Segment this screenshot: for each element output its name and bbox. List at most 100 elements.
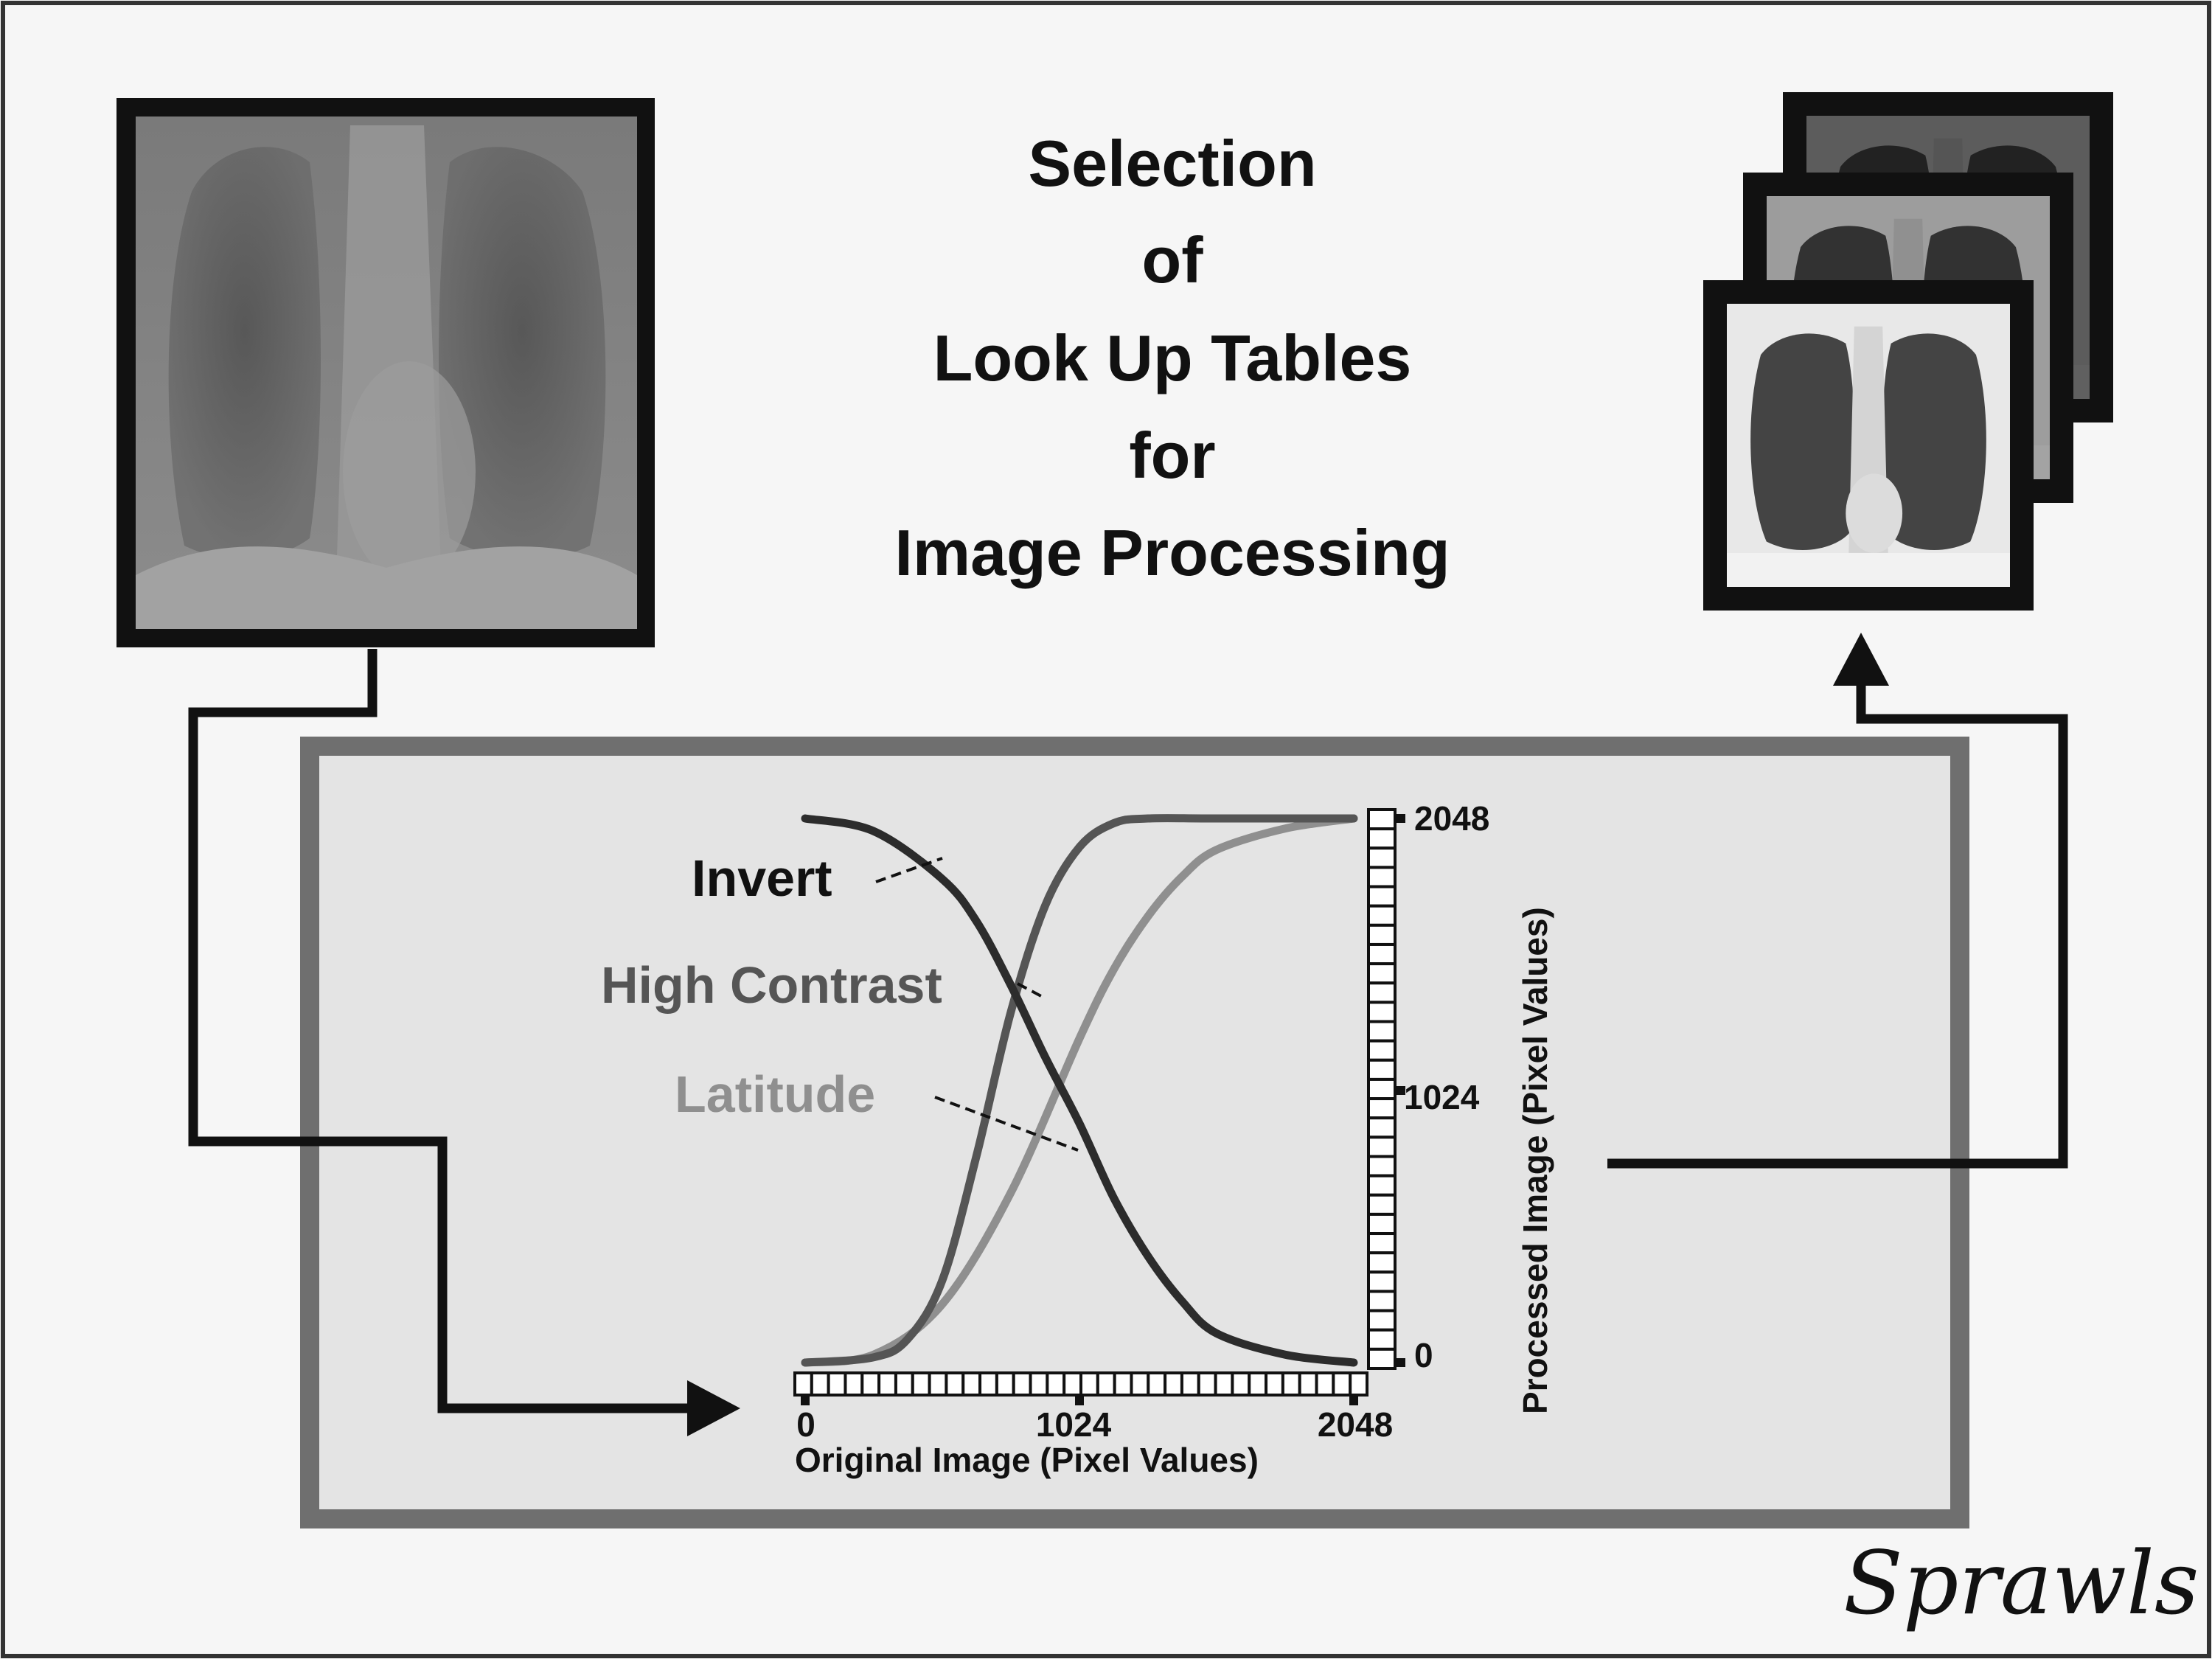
x-ruler-cell: [877, 1371, 897, 1397]
x-ruler-cell: [844, 1371, 864, 1397]
x-tick-0: [801, 1397, 810, 1405]
chest-xray-stack-icon: [1703, 92, 2113, 611]
x-tick-label-0: 0: [796, 1405, 815, 1444]
y-ruler-cell: [1367, 1193, 1397, 1216]
x-ruler-cell: [995, 1371, 1015, 1397]
x-ruler-cell: [945, 1371, 965, 1397]
series-label-latitude: Latitude: [675, 1065, 875, 1123]
y-ruler-cell: [1367, 885, 1397, 908]
x-ruler-cell: [928, 1371, 948, 1397]
series-label-invert: Invert: [692, 849, 832, 907]
x-ruler-cell: [911, 1371, 931, 1397]
title-line-4: for: [1129, 419, 1215, 492]
x-ruler-cell: [961, 1371, 982, 1397]
title-line-1: Selection: [1028, 127, 1316, 200]
label-leaders: [875, 857, 1079, 1152]
leader-latitude: [934, 1096, 1079, 1152]
x-ruler-cell: [810, 1371, 830, 1397]
x-ruler-cell: [1248, 1371, 1268, 1397]
series-line-invert: [801, 814, 1358, 1367]
y-tick-label-2048: 2048: [1414, 799, 1489, 838]
y-ruler-cell: [1367, 1135, 1397, 1158]
y-ruler-cell: [1367, 1097, 1397, 1120]
x-ruler-cell: [894, 1371, 914, 1397]
y-tick-label-0: 0: [1414, 1336, 1433, 1374]
y-ruler-cell: [1367, 1347, 1397, 1370]
title-line-5: Image Processing: [894, 516, 1450, 589]
y-ruler-cell: [1367, 808, 1397, 831]
y-axis-ruler: [1367, 808, 1405, 1370]
title-line-3: Look Up Tables: [933, 321, 1412, 394]
series-label-high-contrast: High Contrast: [601, 956, 942, 1014]
x-ruler-cell: [1265, 1371, 1284, 1397]
y-ruler-cell: [1367, 1232, 1397, 1255]
y-tick-1024: [1397, 1086, 1405, 1095]
x-ruler-cell: [1349, 1371, 1369, 1397]
x-ruler-cell: [1197, 1371, 1217, 1397]
y-ruler-cell: [1367, 923, 1397, 946]
x-axis-label: Original Image (Pixel Values): [795, 1441, 1259, 1479]
leader-invert: [875, 857, 943, 883]
x-ruler-cell: [860, 1371, 881, 1397]
y-ruler-cell: [1367, 1116, 1397, 1139]
x-tick-2048: [1349, 1397, 1358, 1405]
x-ruler-cell: [1214, 1371, 1234, 1397]
y-ruler-cell: [1367, 866, 1397, 888]
x-ruler-cell: [1079, 1371, 1099, 1397]
y-ruler-cell: [1367, 942, 1397, 966]
y-ruler-cell: [1367, 1212, 1397, 1236]
y-ruler-cell: [1367, 1077, 1397, 1101]
y-ruler-cell: [1367, 846, 1397, 869]
y-ruler-cell: [1367, 1020, 1397, 1043]
x-ruler-cell: [1164, 1371, 1183, 1397]
title-block: Selection of Look Up Tables for Image Pr…: [894, 127, 1450, 589]
x-ruler-cell: [1147, 1371, 1167, 1397]
y-ruler-cell: [1367, 1174, 1397, 1197]
x-ruler-cell: [1062, 1371, 1083, 1397]
x-ruler-cell: [827, 1371, 847, 1397]
title-line-2: of: [1141, 223, 1203, 296]
y-tick-2048: [1397, 814, 1405, 823]
y-axis-label: Processed Image (Pixel Values): [1516, 907, 1554, 1414]
x-ruler-cell: [1281, 1371, 1301, 1397]
chest-xray-icon: [116, 98, 655, 647]
flow-lines: [188, 649, 2068, 1413]
x-ruler-cell: [1012, 1371, 1032, 1397]
x-ruler-cell: [1231, 1371, 1251, 1397]
x-tick-label-1024: 1024: [1036, 1405, 1112, 1444]
x-tick-label-2048: 2048: [1318, 1405, 1393, 1444]
y-ruler-cell: [1367, 1290, 1397, 1312]
y-ruler-cell: [1367, 1155, 1397, 1178]
x-ruler-cell: [1180, 1371, 1200, 1397]
y-ruler-cell: [1367, 962, 1397, 985]
y-ruler-cell: [1367, 1309, 1397, 1332]
leader-high-contrast: [1017, 982, 1043, 998]
output-flow-line: [1607, 678, 2068, 1169]
x-ruler-cell: [1130, 1371, 1150, 1397]
y-ruler-cell: [1367, 1328, 1397, 1351]
x-ruler-cell: [1315, 1371, 1335, 1397]
x-ruler-cell: [1113, 1371, 1133, 1397]
x-tick-1024: [1075, 1397, 1084, 1405]
x-ruler-cell: [793, 1371, 813, 1397]
x-ruler-cell: [978, 1371, 998, 1397]
x-ruler-cell: [1029, 1371, 1049, 1397]
x-ruler-cell: [1046, 1371, 1066, 1397]
y-ruler-cell: [1367, 904, 1397, 927]
arrow-right-icon: [687, 1380, 740, 1436]
arrow-up-icon: [1833, 633, 1889, 686]
y-ruler-cell: [1367, 1270, 1397, 1293]
y-ruler-cell: [1367, 1058, 1397, 1081]
x-axis-ruler: [793, 1371, 1369, 1405]
y-ruler-cell: [1367, 981, 1397, 1004]
y-ruler-cell: [1367, 1001, 1397, 1023]
y-ruler-cell: [1367, 1039, 1397, 1062]
y-ruler-cell: [1367, 1251, 1397, 1274]
y-tick-0: [1397, 1358, 1405, 1367]
y-tick-label-1024: 1024: [1404, 1078, 1480, 1116]
signature: Sprawls: [1843, 1532, 2199, 1634]
y-ruler-cell: [1367, 827, 1397, 850]
